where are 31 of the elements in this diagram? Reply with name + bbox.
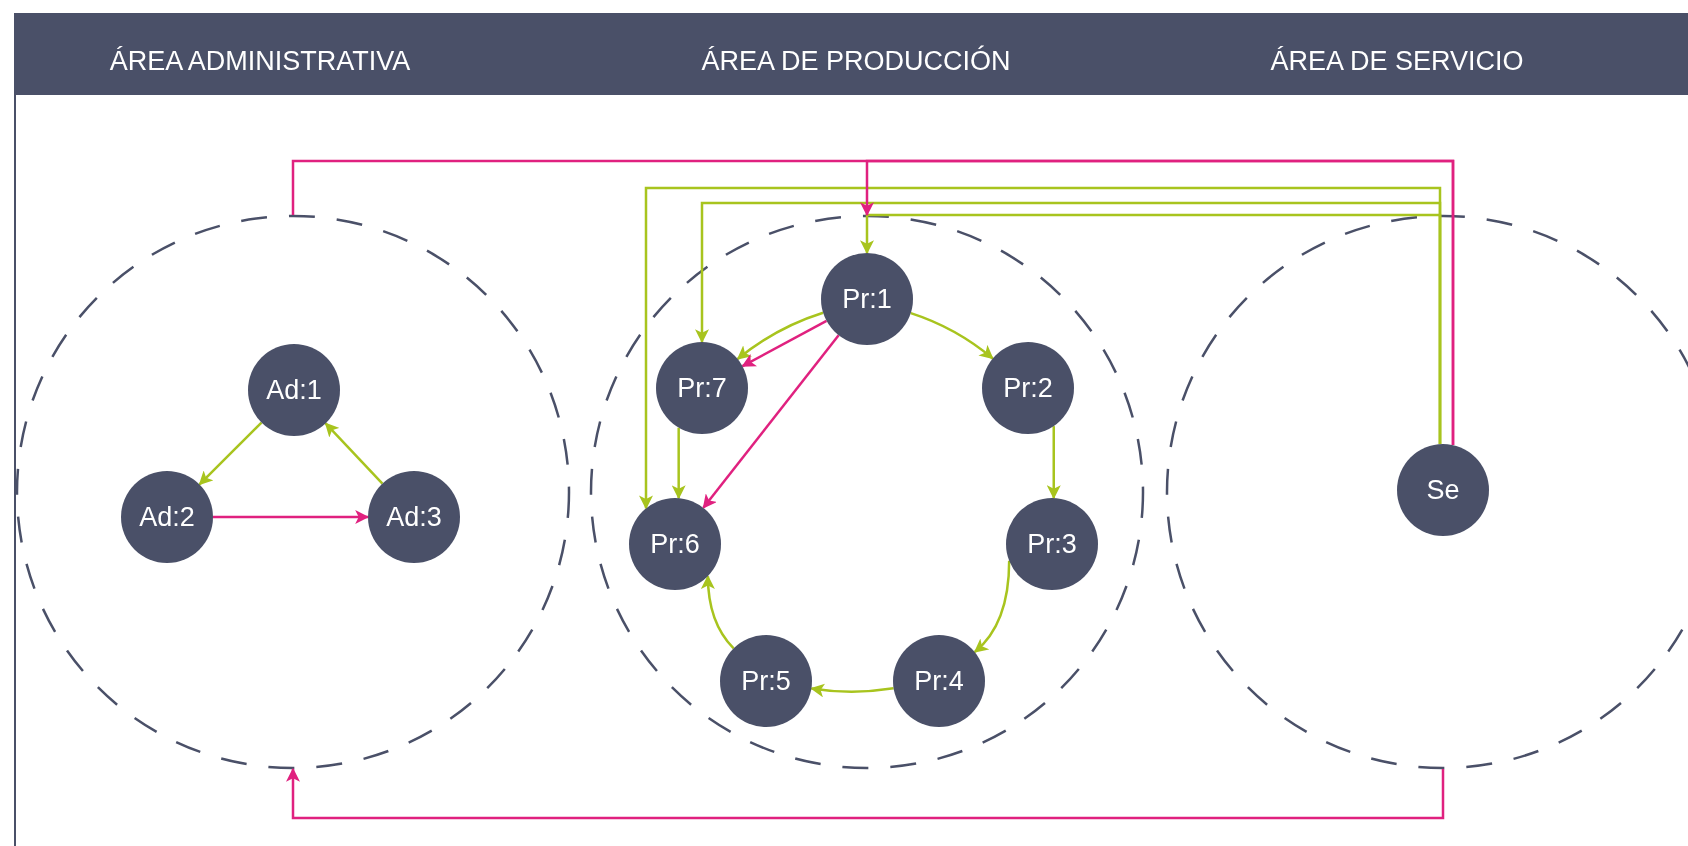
node-label: Ad:2 <box>139 501 195 533</box>
dashed-boundary-circle <box>590 215 1144 769</box>
node-label: Pr:6 <box>650 528 700 560</box>
node-label: Pr:2 <box>1003 372 1053 404</box>
node-label: Pr:3 <box>1027 528 1077 560</box>
arrow <box>973 560 1011 653</box>
arrow <box>324 422 384 485</box>
arrow <box>286 767 1445 820</box>
area-heading: ÁREA DE PRODUCCIÓN <box>701 44 1011 78</box>
node-label: Ad:3 <box>386 501 442 533</box>
arrow <box>198 421 263 486</box>
arrow <box>639 186 1442 510</box>
area-heading: ÁREA ADMINISTRATIVA <box>109 45 411 78</box>
arrow <box>671 427 686 500</box>
arrow <box>910 311 994 360</box>
arrow <box>702 334 840 509</box>
arrow <box>810 683 894 698</box>
node-label: Pr:5 <box>741 665 791 697</box>
area-heading: ÁREA DE SERVICIO <box>1270 45 1524 78</box>
arrow <box>701 574 735 650</box>
node-label: Se <box>1426 474 1460 506</box>
arrow <box>741 319 828 368</box>
process-circle <box>720 635 812 727</box>
node-label: Pr:7 <box>677 372 727 404</box>
node-label: Ad:1 <box>266 374 322 406</box>
node-label: Pr:1 <box>842 283 892 315</box>
dashed-boundary-circle <box>16 215 570 769</box>
node-label: Pr:4 <box>914 665 964 697</box>
arrow <box>736 311 824 360</box>
arrow <box>213 510 370 524</box>
arrow <box>1046 426 1061 500</box>
